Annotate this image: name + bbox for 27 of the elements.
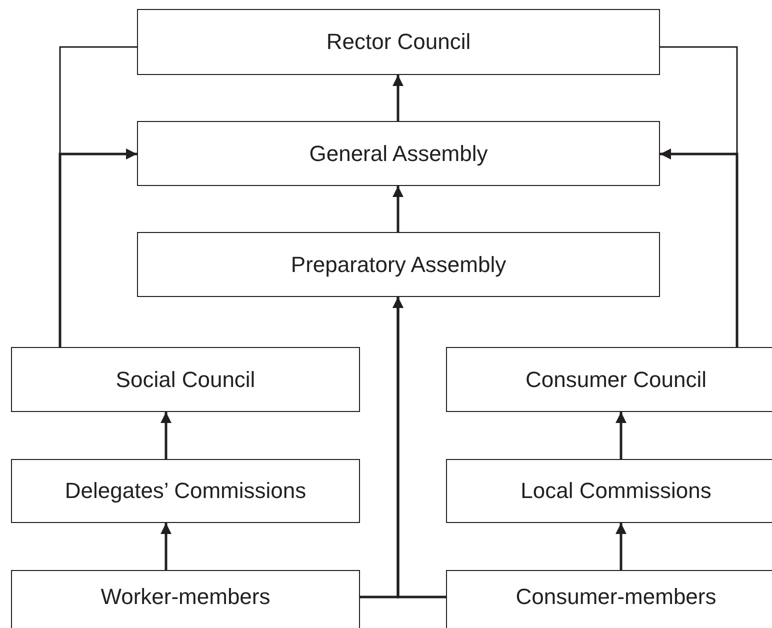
org-box bbox=[137, 121, 660, 186]
org-box bbox=[137, 232, 660, 297]
org-box bbox=[446, 570, 772, 628]
box-label: Delegates’ Commissions bbox=[64, 478, 306, 504]
org-box bbox=[446, 347, 772, 412]
org-box bbox=[11, 347, 360, 412]
box-label: Consumer Council bbox=[526, 366, 706, 392]
connector-arrow bbox=[392, 186, 404, 232]
box-label: Local Commissions bbox=[520, 478, 712, 504]
connector-arrow bbox=[392, 75, 404, 121]
box-label: Consumer-members bbox=[516, 584, 716, 610]
connector-arrow bbox=[160, 412, 172, 459]
org-box bbox=[11, 570, 360, 628]
connector-arrow bbox=[616, 523, 626, 570]
box-label: Rector Council bbox=[326, 29, 471, 55]
box-label: General Assembly bbox=[309, 140, 488, 166]
box-label: Worker-members bbox=[100, 584, 270, 610]
connector-arrow bbox=[160, 523, 172, 570]
org-box bbox=[137, 9, 660, 75]
connector-arrow bbox=[58, 148, 137, 347]
box-label: Social Council bbox=[116, 366, 256, 392]
connector-arrow bbox=[392, 297, 446, 598]
connector-arrow bbox=[660, 148, 738, 347]
box-label: Preparatory Assembly bbox=[290, 252, 506, 278]
org-box bbox=[11, 459, 360, 523]
org-box bbox=[446, 459, 772, 523]
connector-arrow bbox=[616, 412, 626, 459]
